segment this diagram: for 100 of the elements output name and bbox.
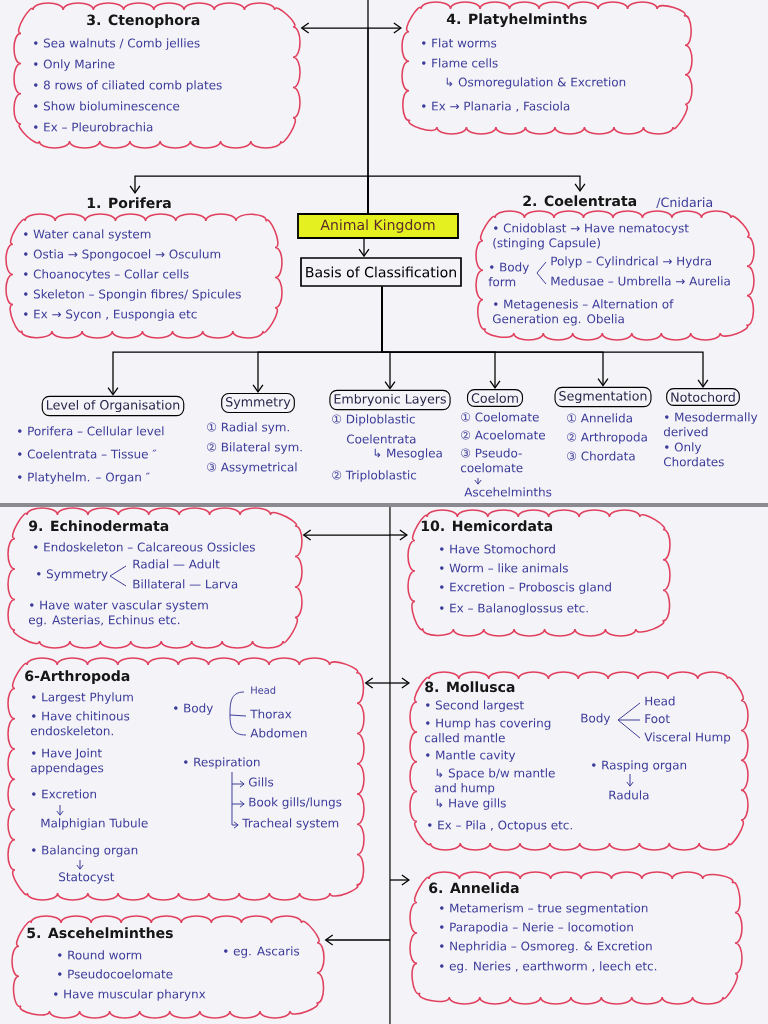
note-text: • Ex – Pila , Octopus etc. xyxy=(428,820,572,832)
phylum-title: 6-Arthropoda xyxy=(25,670,130,684)
note-text: ② Acoelomate xyxy=(461,430,545,440)
note-text: • Choanocytes – Collar cells xyxy=(24,269,189,281)
criterion-box: Symmetry xyxy=(221,392,295,414)
note-text: • Pseudocoelomate xyxy=(58,969,173,979)
note-text: Head xyxy=(645,696,675,706)
criterion-box: Embryonic Layers xyxy=(329,389,451,411)
note-text: • Have muscular pharynx xyxy=(54,989,206,1001)
criterion-box: Level of Organisation xyxy=(41,395,185,417)
title-box: Animal Kingdom xyxy=(297,213,459,239)
note-text: Medusae – Umbrella → Aurelia xyxy=(551,276,730,286)
note-text: • Metagenesis – Alternation of Generation eg. Obelia xyxy=(492,299,674,326)
note-text: • Have chitinous endoskeleton. xyxy=(30,711,130,736)
note-text: Foot xyxy=(645,714,670,724)
note-text: ↳ Mesoglea xyxy=(374,448,442,460)
note-text: ② Triploblastic xyxy=(332,470,417,482)
note-text: ③ Pseudo- coelomate xyxy=(460,448,523,473)
note-text: • Ostia → Spongocoel → Osculum xyxy=(24,249,221,261)
note-text: ↳ Have gills xyxy=(436,798,506,810)
connector-arrow xyxy=(324,934,391,946)
note-text: • Second largest xyxy=(426,700,524,712)
note-text: • Parapodia – Nerie – locomotion xyxy=(440,922,633,934)
connector-arrow xyxy=(364,677,391,689)
note-text: Statocyst xyxy=(59,872,115,884)
note-text: • eg. Neries , earthworm , leech etc. xyxy=(440,961,657,973)
criterion-box: Coelom xyxy=(466,389,524,407)
phylum-title: 2. Coelentrata xyxy=(523,195,637,207)
phylum-title: 4. Platyhelminths xyxy=(446,13,587,27)
connector-arrow xyxy=(381,286,709,389)
note-text: • Have Stomochord xyxy=(440,544,555,554)
note-text: • Body form xyxy=(488,262,529,287)
note-text: Tracheal system xyxy=(242,818,339,830)
note-text: • Mesodermally derived xyxy=(663,412,758,437)
note-text: Thorax xyxy=(250,709,292,719)
note-text: • Largest Phylum xyxy=(32,692,133,704)
note-text: Coelentrata xyxy=(346,434,416,444)
connector-arrow xyxy=(302,529,391,541)
note-text: • Worm – like animals xyxy=(440,563,568,573)
note-text: • Platyhelm. – Organ ″ xyxy=(18,472,150,484)
note-text: ① Diploblastic xyxy=(332,414,415,426)
note-text: • Sea walnuts / Comb jellies xyxy=(34,38,200,50)
note-text: Polyp – Cylindrical → Hydra xyxy=(551,256,711,268)
note-text: Book gills/lungs xyxy=(249,797,342,809)
note-text: ① Coelomate xyxy=(461,412,539,422)
phylum-title: 1. Porifera xyxy=(87,197,171,209)
note-text: • Ex → Sycon , Euspongia etc xyxy=(24,309,197,321)
note-text: • Rasping organ xyxy=(592,760,687,772)
criterion-box: Segmentation xyxy=(554,386,652,408)
note-text: ② Arthropoda xyxy=(567,432,647,444)
note-text: • Ex – Pleurobrachia xyxy=(34,122,153,132)
phylum-title: 3. Ctenophora xyxy=(87,14,200,28)
note-text: • Ex – Balanoglossus etc. xyxy=(440,603,588,615)
phylum-title: 5. Ascehelminthes xyxy=(27,927,173,939)
note-text: Abdomen xyxy=(250,728,307,738)
note-text: Ascehelminths xyxy=(464,487,552,497)
note-text: ① Annelida xyxy=(567,413,632,423)
note-text: /Cnidaria xyxy=(656,197,713,209)
note-text: • Only Marine xyxy=(34,59,115,71)
criterion-box: Notochord xyxy=(666,388,740,406)
note-text: • Balancing organ xyxy=(32,845,138,857)
note-text: • Cnidoblast → Have nematocyst (stinging Capsule) xyxy=(493,223,689,250)
connector-arrow xyxy=(389,529,408,541)
phylum-title: 10. Hemicordata xyxy=(421,520,553,532)
phylum-title: 9. Echinodermata xyxy=(29,520,169,532)
note-text: • Body xyxy=(174,703,213,715)
note-text: • Porifera – Cellular level xyxy=(18,426,164,436)
note-text: Billateral — Larva xyxy=(133,579,238,589)
note-text: • Coelentrata – Tissue ″ xyxy=(18,449,157,459)
note-text: • Symmetry xyxy=(37,569,108,581)
note-text: Visceral Hump xyxy=(644,732,731,744)
note-text: ② Bilateral sym. xyxy=(207,442,302,454)
note-text: • Only Chordates xyxy=(663,442,724,467)
connector-arrow xyxy=(358,238,370,258)
note-text: ↳ Osmoregulation & Excretion xyxy=(446,77,626,89)
note-text: ① Radial sym. xyxy=(207,422,289,434)
note-text: • Skeleton – Spongin fibres/ Spicules xyxy=(24,289,241,301)
note-text: • Round worm xyxy=(58,950,142,960)
note-text: ③ Chordata xyxy=(567,451,635,461)
note-text: • Ex → Planaria , Fasciola xyxy=(422,101,570,112)
note-text: • Respiration xyxy=(184,757,260,769)
note-text: • Flat worms xyxy=(422,38,497,48)
note-text: • Excretion xyxy=(32,789,96,799)
note-text: Malphigian Tubule xyxy=(41,818,148,830)
note-text: • eg. Ascaris xyxy=(224,946,300,958)
note-text: • Show bioluminescence xyxy=(34,101,180,111)
note-text: • Mantle cavity xyxy=(426,750,516,762)
phylum-title: 6. Annelida xyxy=(429,882,519,894)
note-text: Radula xyxy=(609,790,649,800)
note-text: • 8 rows of ciliated comb plates xyxy=(34,80,222,92)
note-text: • Have Joint appendages xyxy=(31,748,104,775)
note-text: • Flame cells xyxy=(422,58,498,68)
note-text: • Water canal system xyxy=(24,229,151,241)
note-text: ③ Assymetrical xyxy=(207,462,297,474)
note-text: • Have water vascular system eg. Asterias, Echinus etc. xyxy=(28,600,208,627)
connector-arrow xyxy=(389,677,410,689)
process-box: Basis of Classification xyxy=(300,257,462,287)
note-text: Gills xyxy=(248,777,274,787)
connector-arrow xyxy=(389,874,410,886)
note-text: Head xyxy=(251,686,276,694)
